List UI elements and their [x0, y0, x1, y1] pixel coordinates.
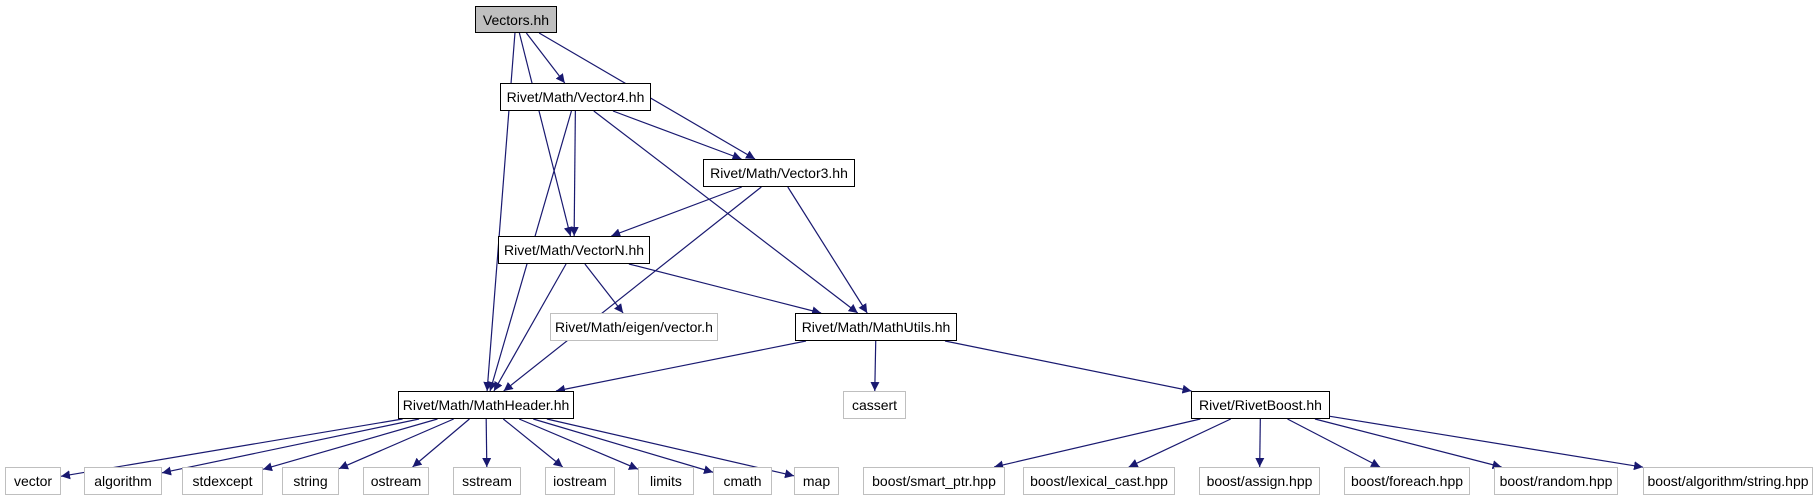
node-vectorn-hh[interactable]: Rivet/Math/VectorN.hh — [498, 236, 650, 264]
edge-mathheader-to-sstream — [482, 418, 492, 468]
edge-mathheader-to-limits — [518, 418, 639, 470]
node-eigen-vector-h: Rivet/Math/eigen/vector.h — [550, 313, 718, 341]
edge-mathutils-to-rivetboost — [944, 340, 1192, 394]
edge-rivetboost-to-foreach — [1287, 418, 1381, 468]
node-mathheader-hh[interactable]: Rivet/Math/MathHeader.hh — [398, 391, 574, 419]
node-limits: limits — [638, 467, 694, 495]
edge-mathheader-to-ostream — [412, 418, 470, 468]
edge-vectors-to-vector4 — [525, 32, 566, 84]
node-boost-foreach: boost/foreach.hpp — [1344, 467, 1470, 495]
edge-mathheader-to-map — [546, 418, 795, 479]
node-sstream: sstream — [453, 467, 521, 495]
edge-mathheader-to-string — [338, 418, 454, 470]
node-algorithm: algorithm — [84, 467, 162, 495]
edge-mathheader-to-iostream — [502, 418, 564, 468]
edge-vector3-to-vectorn — [611, 186, 742, 238]
edge-vectorn-to-mathutils — [628, 263, 822, 316]
edge-vector3-to-mathheader — [503, 186, 762, 392]
edge-mathheader-to-vector — [60, 418, 403, 480]
node-cassert: cassert — [843, 391, 906, 419]
node-boost-smart-ptr: boost/smart_ptr.hpp — [863, 467, 1005, 495]
edge-rivetboost-to-smart_ptr — [994, 418, 1201, 470]
edge-mathheader-to-algorithm — [161, 418, 420, 476]
node-stdexcept: stdexcept — [182, 467, 263, 495]
edge-mathheader-to-stdexcept — [262, 418, 438, 472]
node-ostream: ostream — [363, 467, 429, 495]
edge-mathheader-to-cmath — [533, 418, 714, 475]
edge-vectorn-to-mathheader — [493, 263, 567, 392]
node-vector: vector — [5, 467, 61, 495]
node-vector3-hh[interactable]: Rivet/Math/Vector3.hh — [703, 159, 855, 187]
node-boost-lexical-cast: boost/lexical_cast.hpp — [1023, 467, 1175, 495]
edge-rivetboost-to-lexical_cast — [1128, 418, 1232, 468]
edge-vector4-to-mathutils — [593, 110, 859, 314]
node-iostream: iostream — [545, 467, 615, 495]
node-boost-algorithm-string: boost/algorithm/string.hpp — [1643, 467, 1813, 495]
edge-mathutils-to-mathheader — [555, 340, 807, 394]
edge-mathutils-to-cassert — [870, 340, 880, 392]
node-mathutils-hh[interactable]: Rivet/Math/MathUtils.hh — [795, 313, 957, 341]
node-vectors-hh[interactable]: Vectors.hh — [475, 6, 557, 33]
edge-vectorn-to-eigen_vector — [584, 263, 624, 314]
edge-rivetboost-to-assign — [1255, 418, 1265, 468]
node-map: map — [794, 467, 839, 495]
edge-vectors-to-vectorn — [518, 32, 573, 237]
node-vector4-hh[interactable]: Rivet/Math/Vector4.hh — [500, 83, 651, 111]
node-cmath: cmath — [713, 467, 772, 495]
edge-vector4-to-vector3 — [612, 110, 742, 161]
edge-rivetboost-to-algo_string — [1329, 415, 1644, 471]
node-rivetboost-hh[interactable]: Rivet/RivetBoost.hh — [1191, 391, 1330, 419]
edge-rivetboost-to-random — [1314, 418, 1502, 470]
edge-vector4-to-vectorn — [569, 110, 579, 237]
node-string: string — [282, 467, 339, 495]
node-boost-assign: boost/assign.hpp — [1199, 467, 1320, 495]
node-boost-random: boost/random.hpp — [1494, 467, 1618, 495]
edge-vector3-to-mathutils — [787, 186, 868, 314]
